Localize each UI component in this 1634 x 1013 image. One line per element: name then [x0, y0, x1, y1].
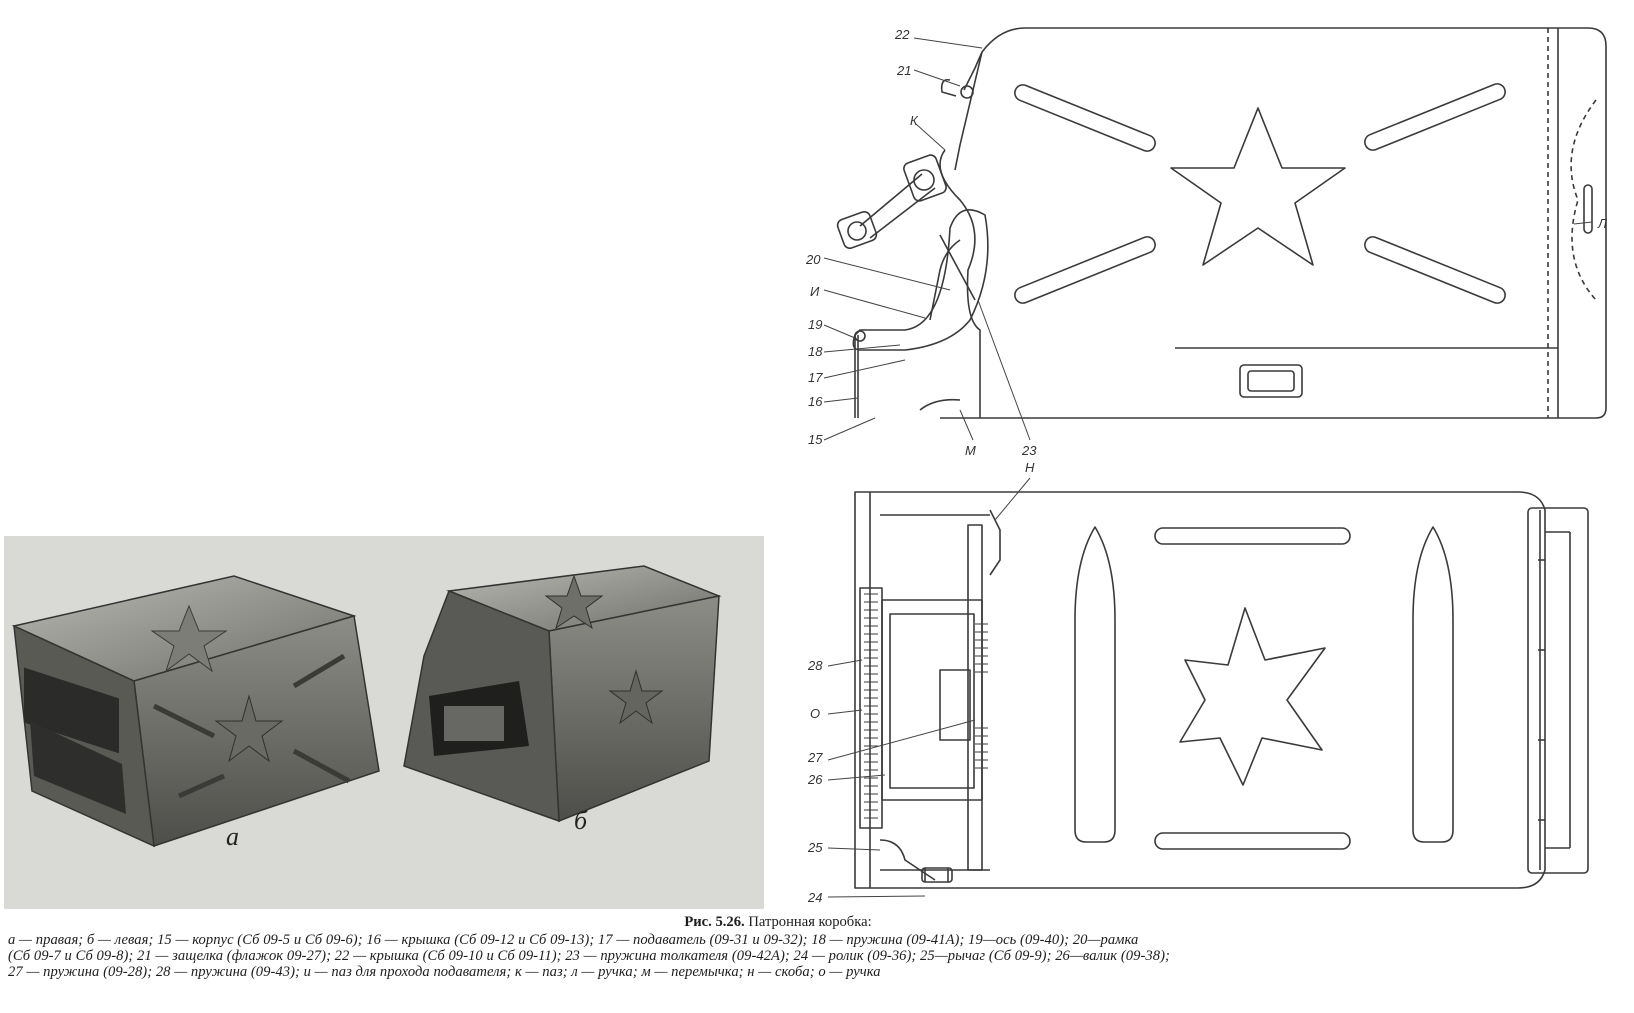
photo-label-b: б	[574, 806, 588, 835]
box-right-a	[11, 575, 380, 848]
top-view-callouts: Н 28 О 27 26 25 24	[807, 460, 1035, 905]
callout-20: 20	[805, 252, 821, 267]
callout-24: 24	[807, 890, 822, 905]
callout-k: К	[910, 113, 919, 128]
callout-15: 15	[808, 432, 823, 447]
callout-o: О	[810, 706, 820, 721]
figure-caption: Рис. 5.26. Патронная коробка: а — правая…	[8, 914, 1548, 980]
legend-line-2: (Сб 09-7 и Сб 09-8); 21 — защелка (флажо…	[8, 948, 1170, 964]
box-left-b	[403, 565, 722, 823]
photo-ammo-boxes: а б	[4, 536, 764, 909]
callout-i: И	[810, 284, 820, 299]
callout-28: 28	[807, 658, 823, 673]
callout-n: Н	[1025, 460, 1035, 475]
top-view-drawing	[854, 491, 1589, 889]
legend-line-1: а — правая; б — левая; 15 — корпус (Сб 0…	[8, 932, 1139, 948]
callout-27: 27	[807, 750, 823, 765]
callout-m: М	[965, 443, 976, 458]
figure-title: Патронная коробка:	[748, 914, 872, 930]
callout-21: 21	[896, 63, 911, 78]
callout-19: 19	[808, 317, 822, 332]
side-view-callouts: 22 21 К 20 И 19 18 17 16 15 М 23 Л	[805, 27, 1607, 458]
callout-18: 18	[808, 344, 823, 359]
photo-label-a: а	[226, 822, 239, 851]
callout-26: 26	[807, 772, 823, 787]
figure-number: Рис. 5.26.	[684, 914, 745, 930]
photo-illustration	[11, 565, 722, 848]
callout-l: Л	[1597, 216, 1607, 231]
callout-25: 25	[807, 840, 823, 855]
side-view-drawing	[836, 27, 1607, 419]
callout-16: 16	[808, 394, 823, 409]
callout-22: 22	[894, 27, 910, 42]
caption-title-line: Рис. 5.26. Патронная коробка:	[8, 914, 1548, 930]
leader-lines	[823, 37, 1593, 898]
callout-17: 17	[808, 370, 823, 385]
callout-23: 23	[1021, 443, 1037, 458]
legend-line-3: 27 — пружина (09-28); 28 — пружина (09-4…	[8, 964, 881, 980]
